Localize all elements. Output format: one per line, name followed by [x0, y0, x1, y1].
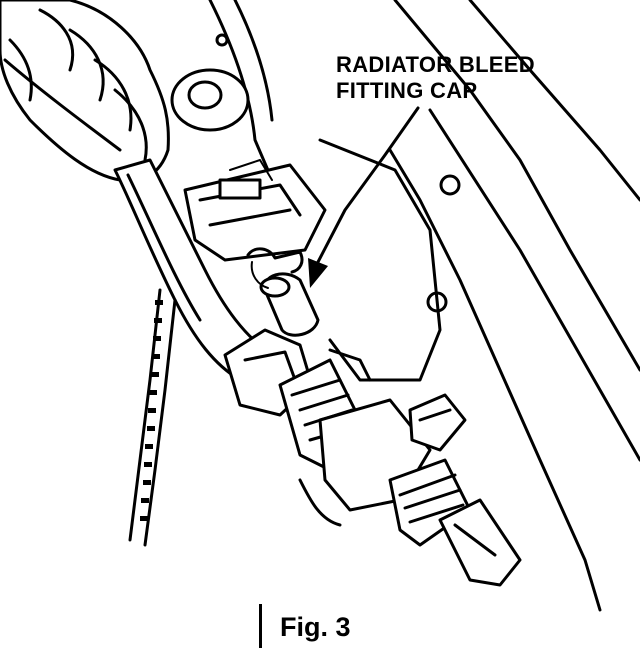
connector-bracket: [183, 159, 327, 262]
mount-bushing: [170, 68, 250, 132]
figure-caption: Fig. 3: [280, 612, 351, 642]
callout-line-1: RADIATOR BLEED: [336, 52, 535, 77]
lower-bracket: [298, 348, 372, 527]
drive-belt: [128, 288, 177, 547]
caption-divider: [259, 604, 262, 648]
radiator-bleed-fitting-cap-icon: [246, 247, 320, 337]
callout-line-2: FITTING CAP: [336, 78, 478, 103]
callout-label: RADIATOR BLEED FITTING CAP: [336, 52, 535, 104]
bleed-fitting-assembly: [223, 328, 522, 587]
leader-arrow-icon: [308, 106, 420, 288]
radiator-support-frame: [208, 0, 640, 612]
hose-boot: [0, 0, 170, 183]
